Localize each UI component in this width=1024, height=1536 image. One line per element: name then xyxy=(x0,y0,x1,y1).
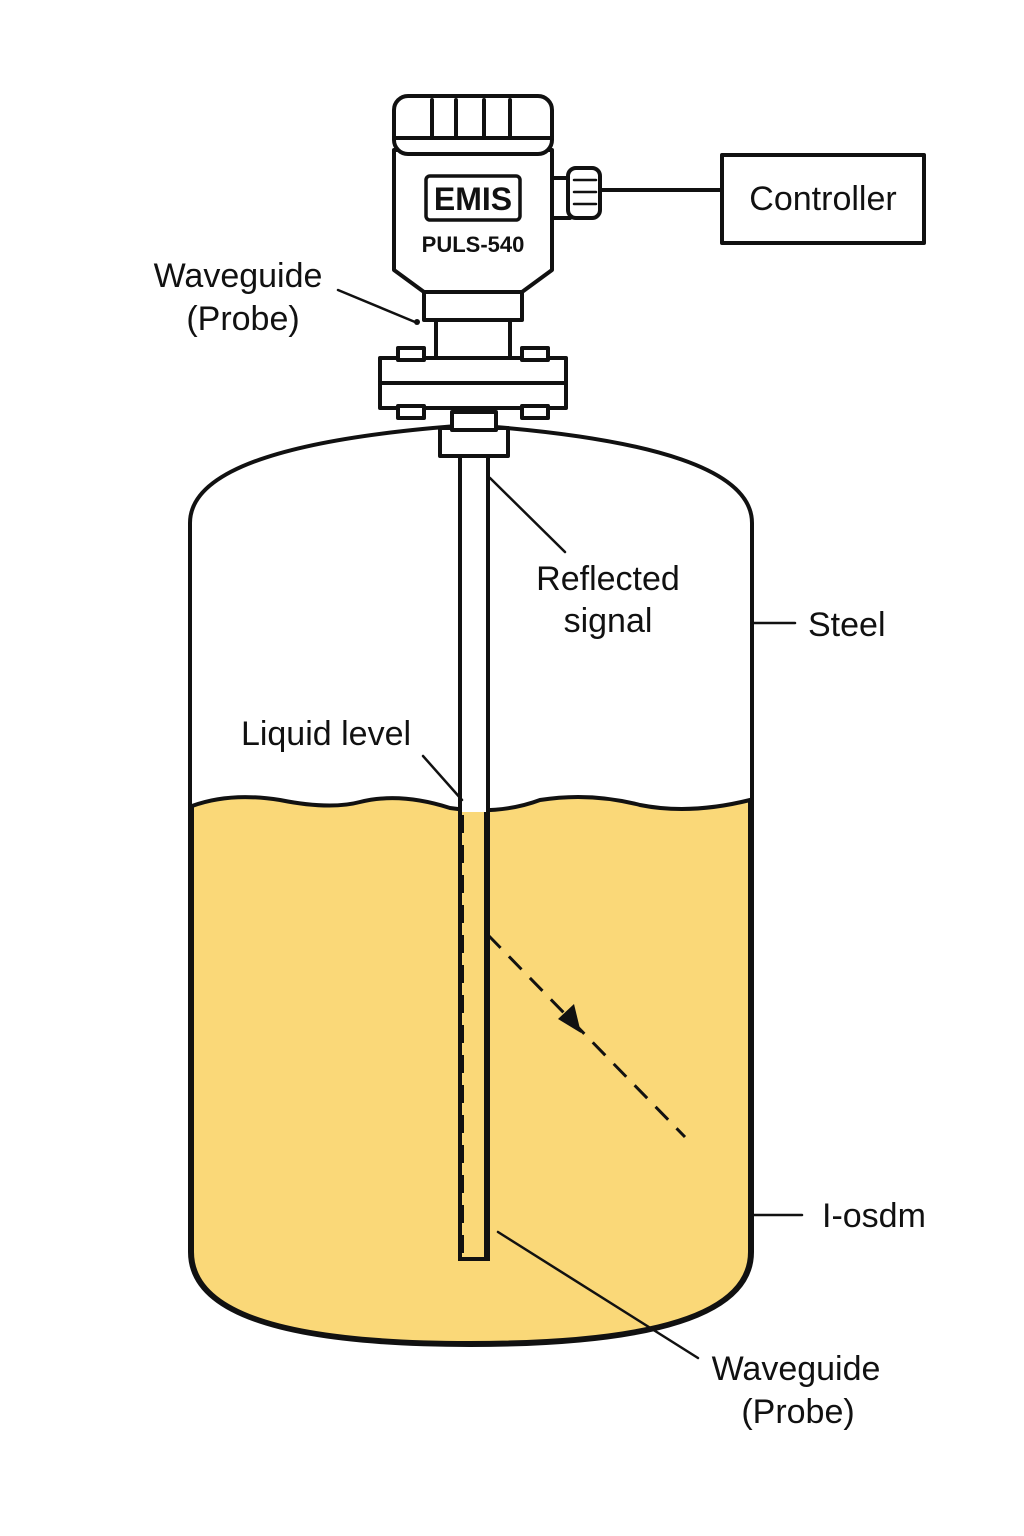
waveguide-top-label-line1: Waveguide xyxy=(154,257,323,295)
reflected-label-line2: signal xyxy=(564,602,653,640)
brand-plate xyxy=(424,174,522,222)
bottom-side-label: I-osdm xyxy=(822,1197,926,1235)
steel-label: Steel xyxy=(808,606,886,644)
probe-coupling xyxy=(438,426,510,458)
controller-box xyxy=(720,153,926,245)
waveguide-bottom-label-line1: Waveguide xyxy=(712,1350,881,1388)
arrowhead xyxy=(558,1004,581,1033)
reflected-leader xyxy=(488,476,567,554)
liquid-level-label: Liquid level xyxy=(241,715,411,753)
brand-text: EMIS xyxy=(434,181,512,217)
liquid-level-leader xyxy=(421,754,464,802)
waveguide-bottom-leader xyxy=(496,1230,700,1360)
waveguide-top-leader xyxy=(336,288,417,324)
reflected-signal-arrow xyxy=(486,933,687,1139)
model-text: PULS-540 xyxy=(422,232,525,257)
waveguide-top-label-line2: (Probe) xyxy=(186,300,299,338)
reflected-label-line1: Reflected xyxy=(536,560,680,598)
housing-cap xyxy=(392,94,554,156)
controller-label: Controller xyxy=(749,180,896,218)
waveguide-bottom-label-line2: (Probe) xyxy=(741,1393,854,1431)
